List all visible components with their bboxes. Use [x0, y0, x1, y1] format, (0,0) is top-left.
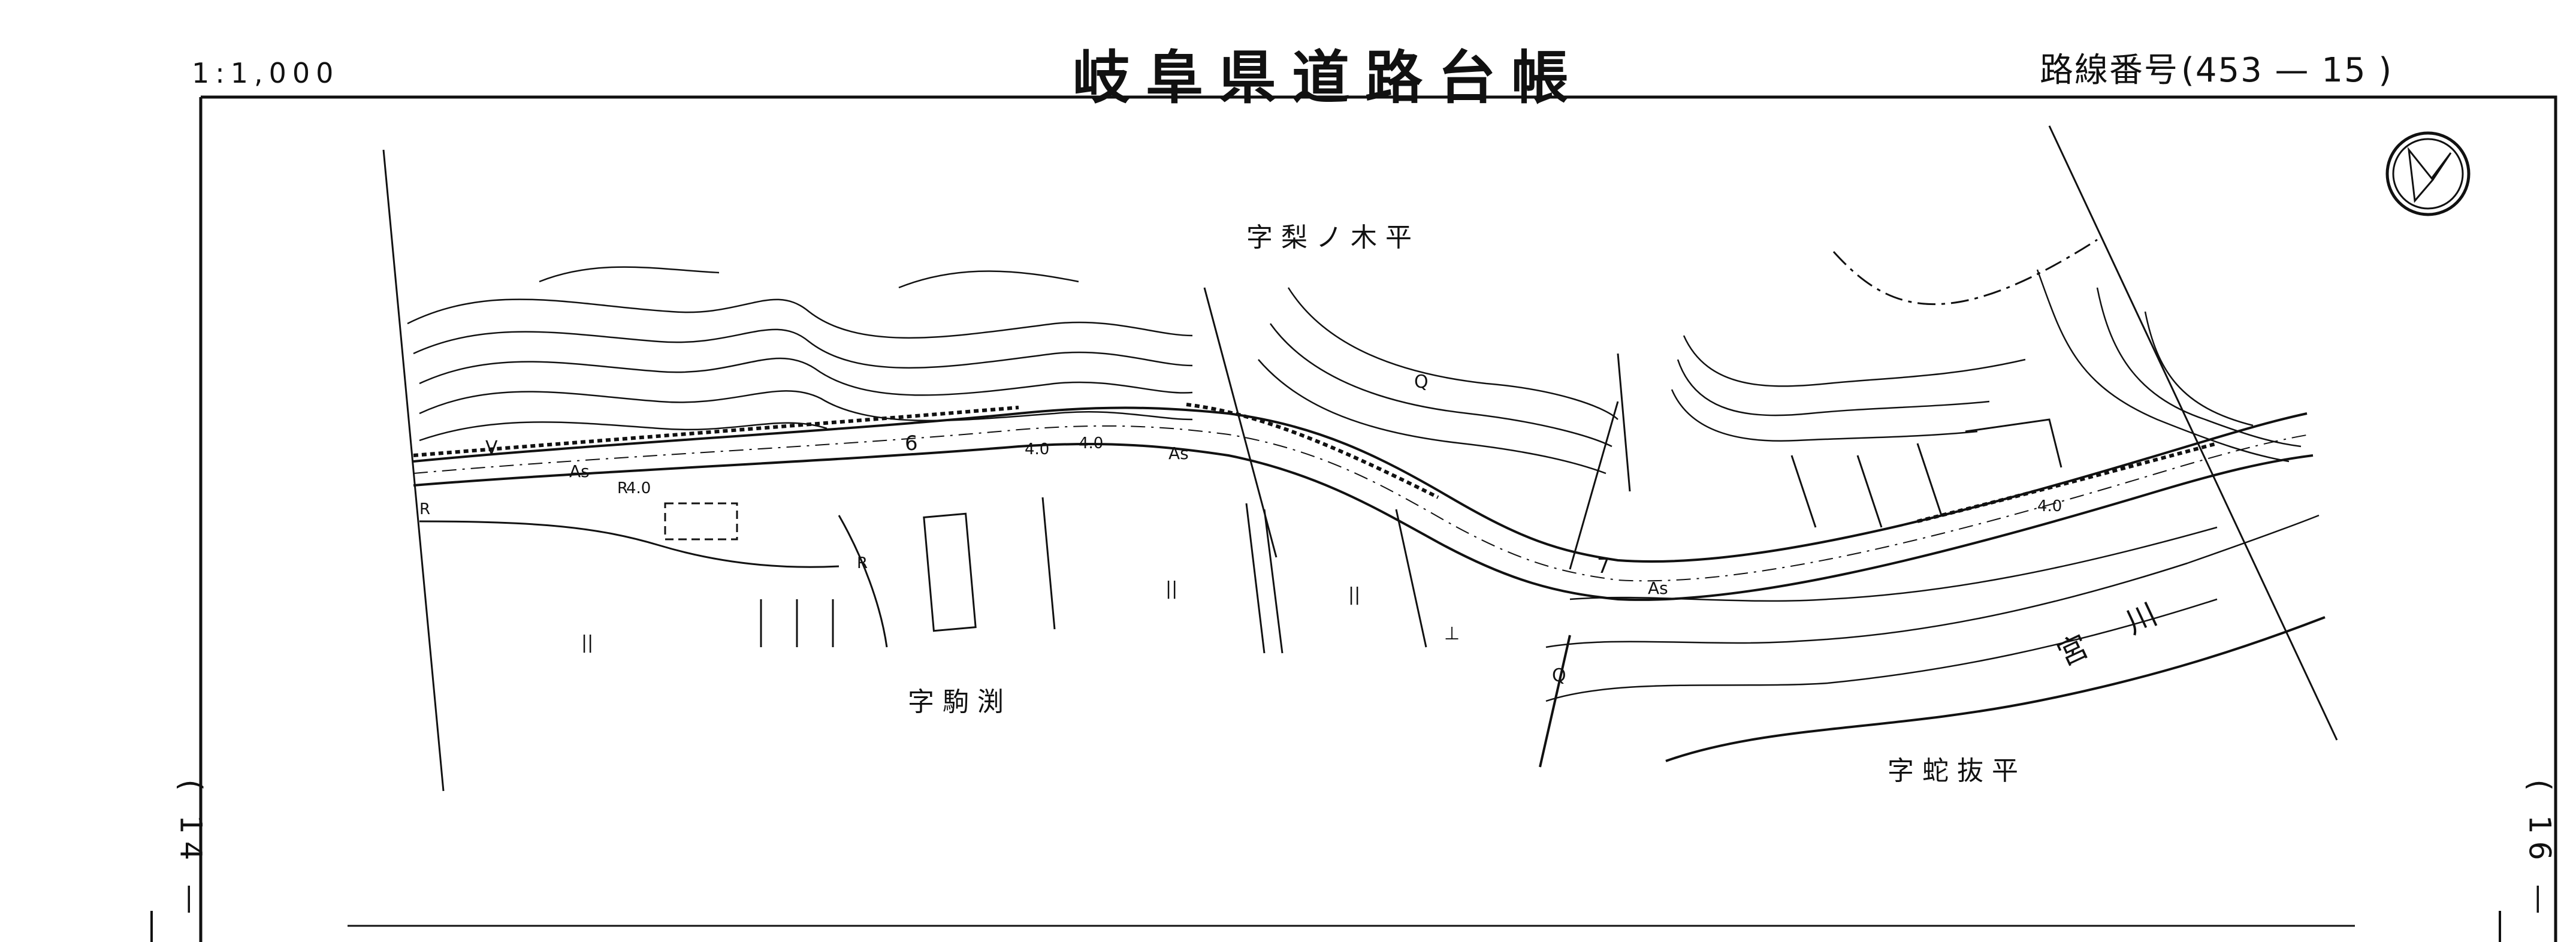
map-mark: ||: [1348, 584, 1361, 605]
map-mark: R: [419, 500, 431, 518]
road-width-label: 7: [1597, 554, 1610, 578]
map-mark: Q: [1552, 665, 1566, 686]
adjacent-sheet-right: ( 16 —: [2522, 779, 2557, 922]
map-mark: ||: [1165, 578, 1178, 599]
map-mark: ⊥: [1444, 623, 1460, 644]
contour-lines-south: [1545, 514, 2326, 762]
contour-lines-north: [407, 266, 2302, 475]
north-arrow-icon: [2385, 131, 2471, 216]
place-name-southeast: 字蛇抜平: [1888, 756, 2027, 786]
place-name-southwest: 字駒渕: [908, 687, 1012, 717]
road-main: [413, 403, 2314, 601]
width-mark-label: 4.0: [1025, 440, 1050, 458]
map-mark: Q: [1414, 372, 1429, 393]
route-number-label: 路線番号: [2040, 51, 2179, 90]
width-mark-label: 4.0: [1079, 434, 1104, 452]
map-title: 岐阜県道路台帳: [1073, 44, 1584, 111]
road-width-label: 6: [905, 431, 918, 455]
route-number-value: (453 — 15 ): [2181, 51, 2393, 90]
pavement-label: As: [1648, 578, 1668, 598]
map-frame: [201, 95, 2557, 942]
map-mark: V: [485, 437, 498, 458]
map-mark: R: [617, 479, 629, 497]
pavement-label: As: [569, 461, 590, 481]
place-name-north: 字梨ノ木平: [1246, 222, 1420, 253]
map-scale: 1:1,000: [192, 57, 340, 89]
adjacent-sheet-left: ( 14 —: [173, 779, 209, 922]
width-mark-label: 4.0: [2037, 497, 2062, 515]
pavement-label: As: [1168, 443, 1189, 463]
width-mark-label: 4.0: [626, 479, 651, 497]
map-mark: ||: [581, 632, 594, 653]
route-number: 路線番号(453 — 15 ): [2037, 43, 2393, 92]
structures: [419, 238, 2098, 768]
map-mark: R: [857, 554, 868, 572]
sheet-boundary-left: [382, 149, 445, 792]
